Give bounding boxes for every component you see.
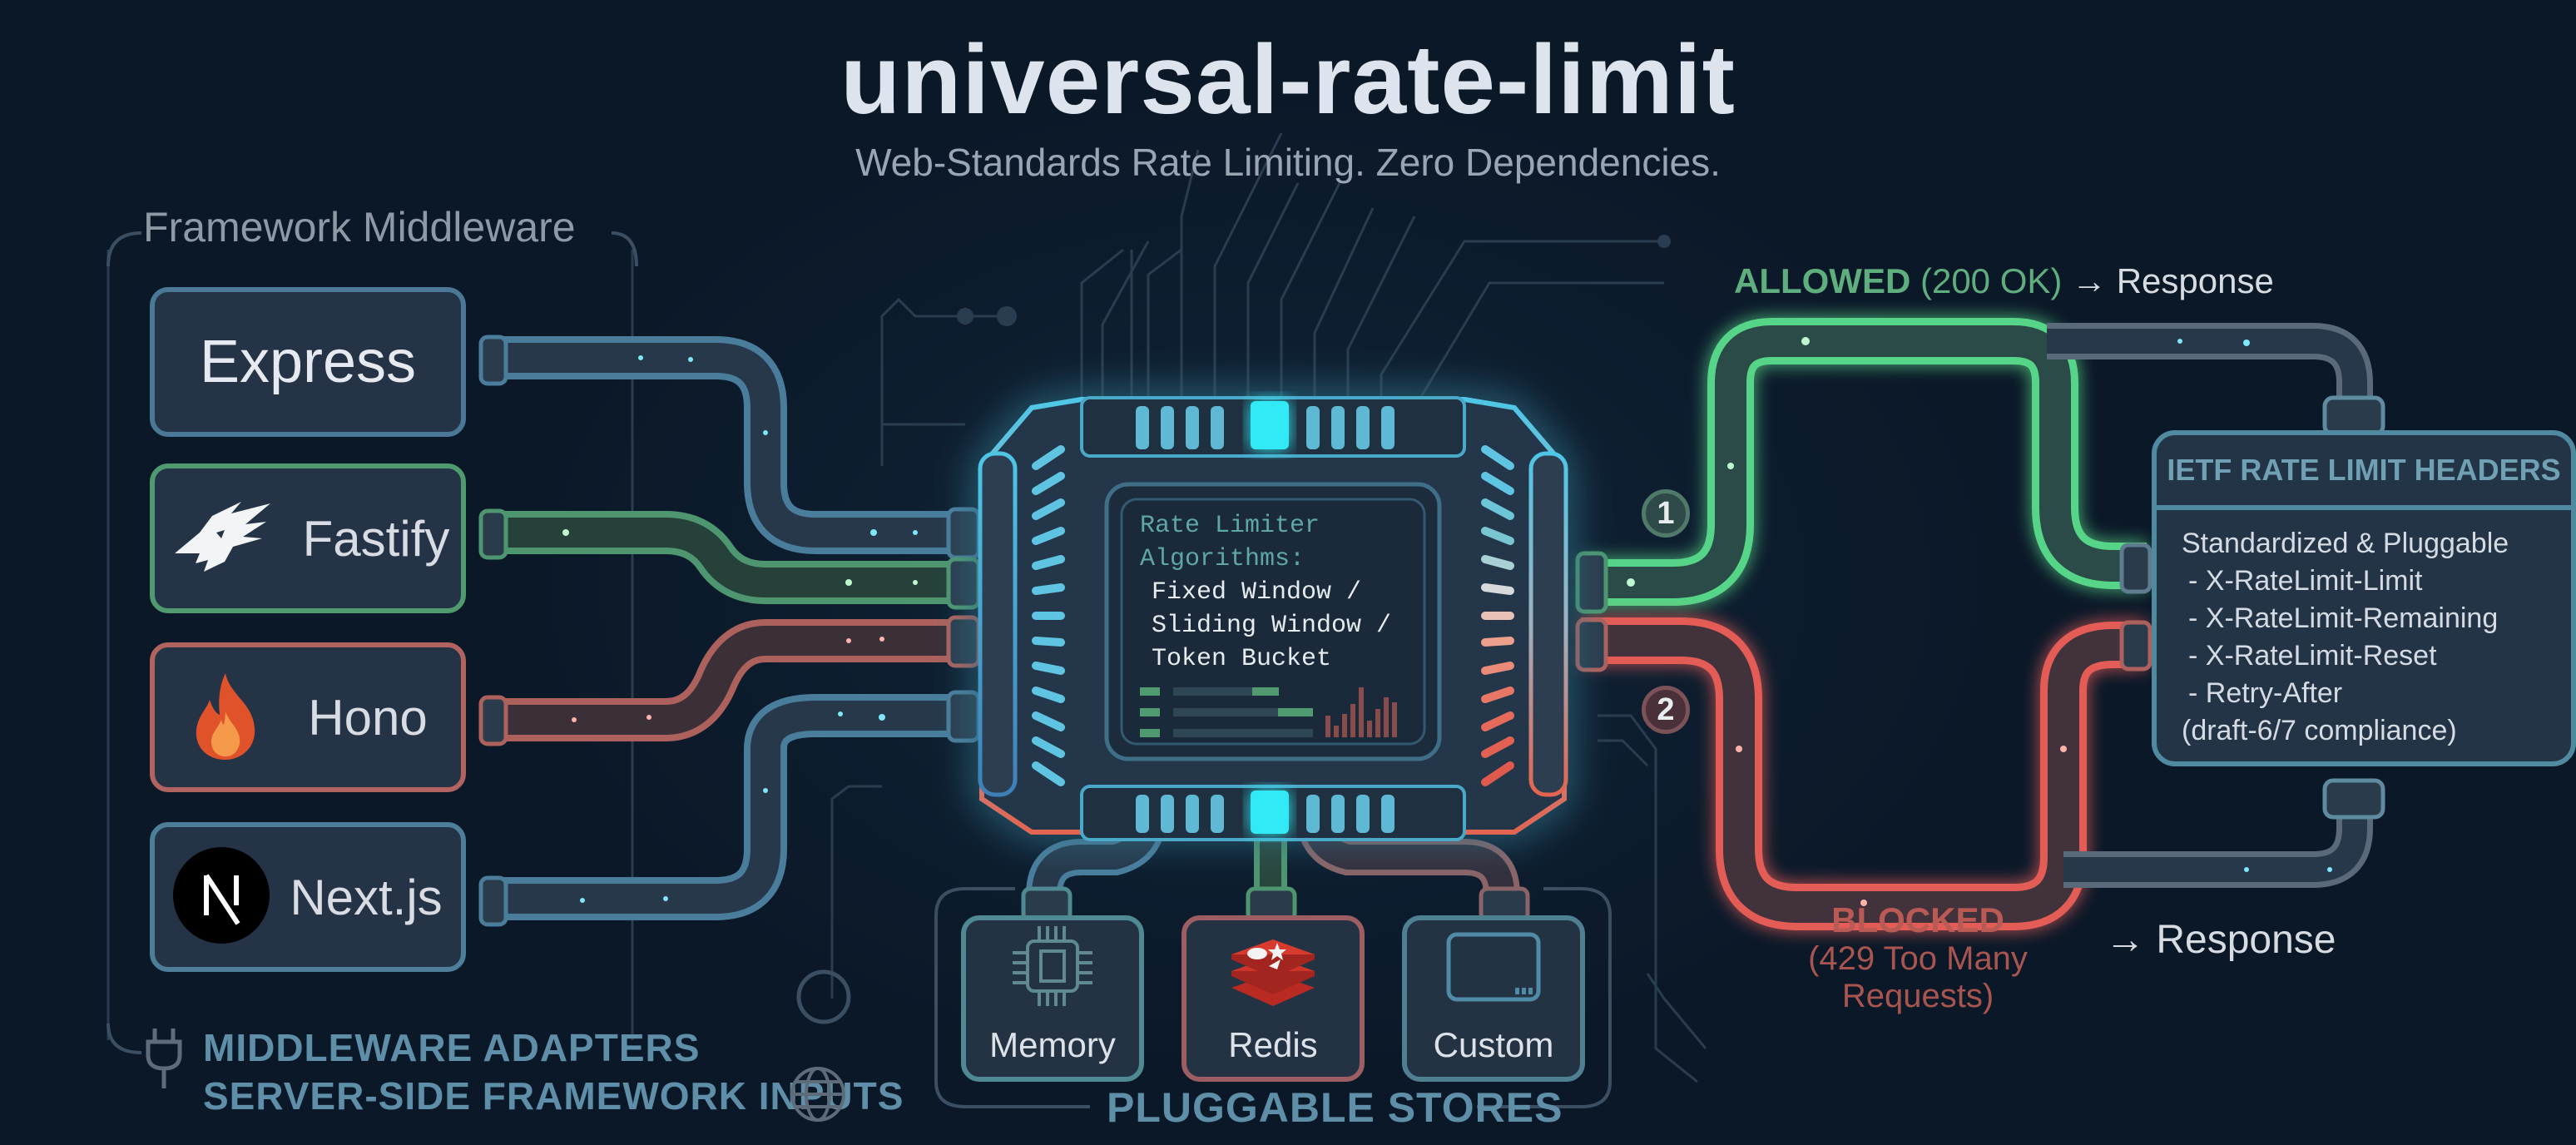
blocked-arrow-icon: →: [2105, 918, 2145, 962]
algorithm-token-bucket: Token Bucket: [1152, 645, 1332, 673]
allowed-label: ALLOWED (200 OK) → Response: [1734, 261, 2274, 301]
store-redis[interactable]: Redis: [1181, 915, 1365, 1082]
fastify-logo-icon: [166, 495, 283, 582]
blocked-status: BLOCKED: [1831, 900, 2004, 939]
page-subtitle: Web-Standards Rate Limiting. Zero Depend…: [855, 141, 1721, 184]
redis-logo-icon: [1227, 923, 1319, 1014]
framework-express-label: Express: [199, 329, 417, 395]
headers-intro: Standardized & Pluggable: [2182, 528, 2509, 559]
screen-title: Rate Limiter: [1140, 512, 1320, 540]
blocked-step-badge: 2: [1642, 686, 1690, 734]
allowed-target: Response: [2116, 261, 2274, 300]
framework-nextjs[interactable]: Next.js: [150, 822, 466, 972]
framework-nextjs-label: Next.js: [290, 869, 443, 925]
store-custom-label: Custom: [1433, 1025, 1554, 1064]
headers-compliance-note: (draft-6/7 compliance): [2182, 715, 2457, 746]
flame-icon: [188, 670, 263, 766]
header-retry-after: - Retry-After: [2188, 677, 2343, 709]
page-title: universal-rate-limit: [840, 25, 1736, 135]
rate-limiter-screen: Rate Limiter Algorithms: Fixed Window / …: [1140, 509, 1391, 676]
store-memory-label: Memory: [989, 1025, 1116, 1064]
algorithm-fixed-window: Fixed Window /: [1152, 578, 1362, 607]
allowed-arrow-icon: →: [2072, 261, 2108, 300]
screen-subtitle: Algorithms:: [1140, 545, 1305, 573]
allowed-status: ALLOWED: [1734, 261, 1911, 300]
blocked-label: BLOCKED (429 Too Many Requests): [1743, 900, 2093, 1015]
allowed-code: (200 OK): [1920, 261, 2063, 300]
blocked-response: → Response: [2105, 917, 2336, 963]
ietf-headers-panel: IETF RATE LIMIT HEADERS Standardized & P…: [2152, 430, 2576, 766]
ietf-headers-title: IETF RATE LIMIT HEADERS: [2157, 435, 2571, 510]
framework-group-label: Framework Middleware: [143, 204, 576, 250]
memory-chip-icon: [1009, 923, 1096, 1014]
framework-express[interactable]: Express: [150, 287, 466, 437]
globe-icon: [789, 1065, 847, 1128]
framework-hono-label: Hono: [308, 689, 428, 746]
header-ratelimit-reset: - X-RateLimit-Reset: [2188, 640, 2437, 672]
algorithm-sliding-window: Sliding Window /: [1152, 612, 1392, 640]
custom-window-icon: [1444, 929, 1543, 1009]
store-custom[interactable]: Custom: [1402, 915, 1585, 1082]
allowed-step-badge: 1: [1642, 489, 1690, 538]
nextjs-logo-icon: [173, 846, 270, 948]
pluggable-stores-caption: PLUGGABLE STORES: [1107, 1084, 1563, 1131]
blocked-target: Response: [2156, 918, 2336, 962]
blocked-code: (429 Too Many Requests): [1808, 940, 2028, 1014]
store-memory[interactable]: Memory: [961, 915, 1144, 1082]
framework-fastify-label: Fastify: [302, 510, 450, 567]
plug-icon: [143, 1025, 185, 1096]
middleware-adapters-caption: MIDDLEWARE ADAPTERS: [203, 1026, 701, 1069]
store-redis-label: Redis: [1228, 1025, 1318, 1064]
framework-fastify[interactable]: Fastify: [150, 463, 466, 613]
header-ratelimit-limit: - X-RateLimit-Limit: [2188, 565, 2423, 597]
header-ratelimit-remaining: - X-RateLimit-Remaining: [2188, 602, 2499, 634]
framework-hono[interactable]: Hono: [150, 642, 466, 792]
framework-inputs-caption: SERVER-SIDE FRAMEWORK INPUTS: [203, 1074, 904, 1118]
